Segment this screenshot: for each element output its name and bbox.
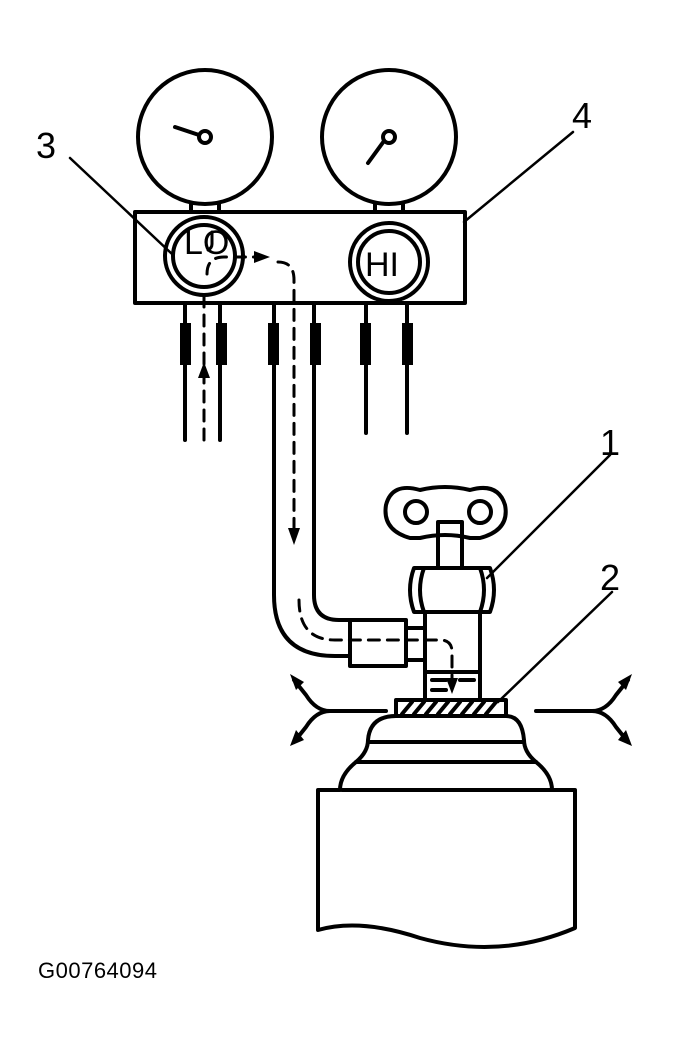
high-side-valve	[348, 221, 430, 303]
hi-valve-label: HI	[365, 246, 399, 284]
refrigerant-can	[316, 714, 577, 949]
callout-3: 3	[36, 125, 56, 166]
figure-reference: G00764094	[38, 958, 158, 983]
right-vent-arrowheads	[618, 674, 632, 746]
can-tap-handle	[383, 485, 508, 570]
left-vent-arrows	[292, 678, 388, 744]
charging-hose	[272, 363, 352, 658]
lo-valve-label: LO	[184, 224, 229, 262]
manifold-connector-lines	[183, 301, 409, 442]
callout-4: 4	[572, 95, 592, 136]
gasket	[394, 698, 508, 718]
right-vent-arrows	[534, 678, 630, 744]
manifold-body	[133, 210, 467, 305]
callout-2: 2	[600, 557, 620, 598]
leader-lines	[68, 130, 614, 704]
can-tap-valve	[348, 566, 496, 702]
flow-arrowheads	[198, 251, 458, 694]
hose-fittings	[180, 323, 413, 365]
left-vent-arrowheads	[290, 674, 304, 746]
refrigerant-flow-path	[202, 255, 454, 690]
low-pressure-gauge	[136, 68, 274, 214]
callout-1: 1	[600, 422, 620, 463]
high-pressure-gauge	[320, 68, 458, 214]
